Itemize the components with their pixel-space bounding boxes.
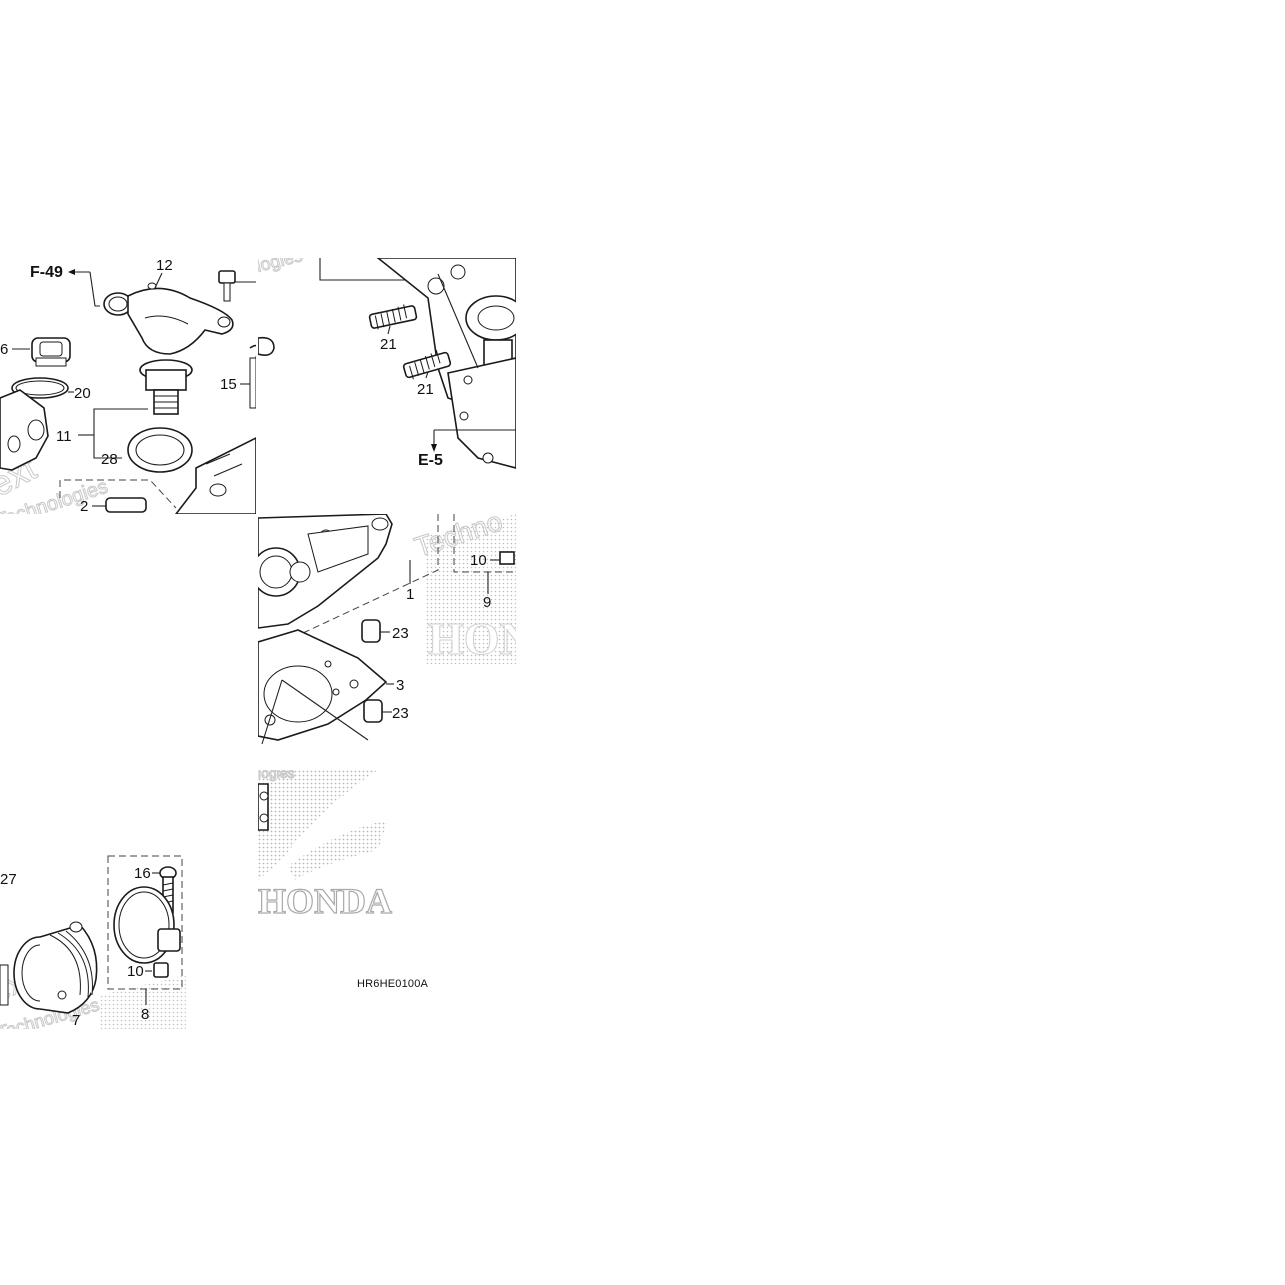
intake-joint xyxy=(13,921,98,1014)
nut-10-upper xyxy=(499,551,515,565)
bracket-9 xyxy=(453,514,516,573)
ref-e5: E-5 xyxy=(418,452,443,469)
nut-10-lower xyxy=(153,962,169,978)
tile-intake-drawing: ext Technologies 27 7 16 xyxy=(0,855,186,1029)
dashed-leader-1 xyxy=(258,514,439,655)
leader-top xyxy=(319,258,408,281)
leader-21-lower xyxy=(425,371,429,379)
callout-12: 12 xyxy=(156,258,173,274)
tile-head-gasket-drawing: HONDA Techno 1 10 9 23 xyxy=(258,514,516,745)
tile-studs: logies 21 xyxy=(258,258,516,514)
callout-7: 7 xyxy=(72,1012,80,1029)
filler-cap xyxy=(31,337,71,367)
callout-10-lower: 10 xyxy=(127,963,144,980)
dowel-23-upper xyxy=(361,619,381,643)
callout-23-lower: 23 xyxy=(392,705,409,722)
leader-cross-b xyxy=(261,679,283,745)
leader-21-upper xyxy=(387,325,391,335)
thermostat-cover xyxy=(103,282,234,355)
watermark-logies-b: logies xyxy=(258,770,295,781)
dowel-2 xyxy=(105,497,147,513)
callout-10-upper: 10 xyxy=(470,552,487,569)
callout-3: 3 xyxy=(396,677,404,694)
edge-fragment xyxy=(258,783,269,831)
cylinder-head-fragment xyxy=(174,437,256,514)
screw-16 xyxy=(159,866,177,914)
stud-21-upper xyxy=(368,304,418,330)
leader-12 xyxy=(154,272,163,289)
callout-21-lower: 21 xyxy=(417,381,434,398)
callout-11: 11 xyxy=(56,428,72,445)
tile-thermostat: ext Technologies F-49 12 xyxy=(0,258,256,514)
tile-studs-drawing: logies 21 xyxy=(258,258,516,469)
dowel-23-lower xyxy=(363,699,383,723)
diagram-code: HR6HE0100A xyxy=(357,978,429,990)
callout-27: 27 xyxy=(0,871,17,888)
ref-f49: F-49 xyxy=(30,264,63,281)
callout-28: 28 xyxy=(101,451,118,468)
callout-9: 9 xyxy=(483,594,491,611)
callout-6: 6 xyxy=(0,341,8,358)
callout-15: 15 xyxy=(220,376,237,393)
leader-f49 xyxy=(89,271,100,307)
callout-21-upper: 21 xyxy=(380,336,397,353)
callout-1: 1 xyxy=(406,586,414,603)
tile-honda-logo-drawing: HONDA logies xyxy=(258,770,393,916)
thermostat xyxy=(139,359,193,415)
callout-2: 2 xyxy=(80,498,88,514)
honda-watermark-a xyxy=(426,514,516,664)
gasket-fragment xyxy=(447,357,516,469)
watermark-honda-b: HONDA xyxy=(258,881,392,916)
leader-cross-a xyxy=(281,679,369,741)
left-edge-fragment xyxy=(258,336,275,356)
leader-cross xyxy=(437,273,479,369)
callout-8: 8 xyxy=(141,1006,149,1023)
watermark-honda-a: HONDA xyxy=(428,613,516,664)
watermark-logies: logies xyxy=(258,258,305,276)
tile-thermostat-drawing: ext Technologies F-49 12 xyxy=(0,258,256,514)
bracket-8 xyxy=(107,855,183,990)
ref-f49-arrowhead xyxy=(68,269,75,275)
ref-e5-arrowhead xyxy=(431,444,437,452)
cover-bolt xyxy=(218,270,236,302)
stud-15 xyxy=(249,357,256,409)
tile-head-gasket: HONDA Techno 1 10 9 23 xyxy=(258,514,516,770)
bracket-11 xyxy=(93,408,148,459)
stud-21-lower xyxy=(402,349,452,380)
band-clamp xyxy=(113,886,181,964)
honda-wing-dots xyxy=(258,770,378,880)
dashed-leader-a xyxy=(59,479,177,509)
callout-16: 16 xyxy=(134,865,151,882)
tile-intake: ext Technologies 27 7 16 xyxy=(0,855,186,1029)
edge-fragment-b xyxy=(0,964,9,1006)
callout-23-upper: 23 xyxy=(392,625,409,642)
tile-honda-logo: HONDA logies xyxy=(258,770,408,916)
callout-20: 20 xyxy=(74,385,91,402)
